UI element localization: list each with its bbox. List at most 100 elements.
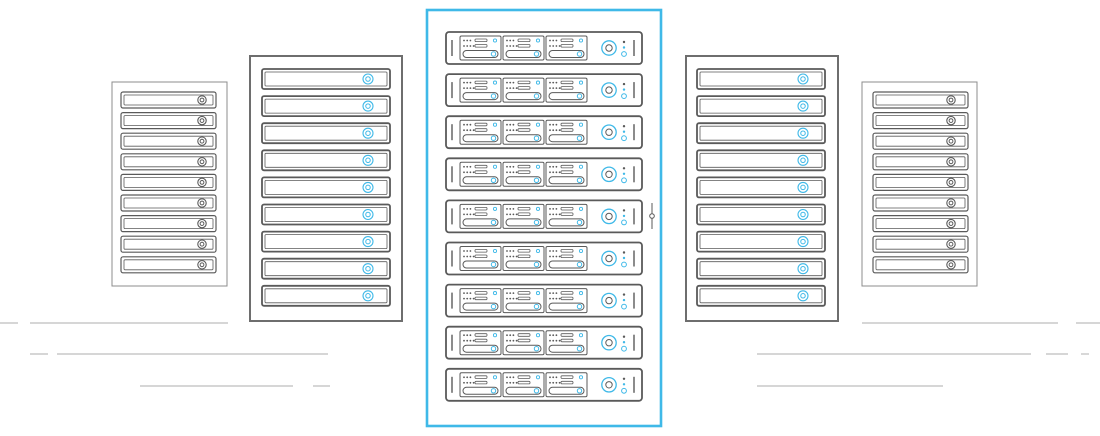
rack-unit <box>696 176 826 199</box>
rack-unit <box>120 215 217 233</box>
rack-unit <box>261 203 391 226</box>
status-led <box>622 383 626 386</box>
power-dial-icon <box>601 250 617 267</box>
drive-bay <box>545 288 588 314</box>
rack-unit <box>696 257 826 280</box>
rack-unit <box>261 122 391 145</box>
rack-unit <box>120 132 217 150</box>
drive-bay <box>459 161 502 187</box>
side-connector <box>649 203 655 229</box>
rack-unit <box>696 149 826 172</box>
rack-unit <box>872 215 969 233</box>
rack-unit <box>696 122 826 145</box>
power-button-icon <box>197 95 207 105</box>
power-dial-icon <box>601 40 617 56</box>
power-button-icon <box>797 290 809 302</box>
power-button-icon <box>797 181 809 193</box>
server-unit <box>445 31 643 65</box>
power-dial-icon <box>601 292 617 309</box>
rack-unit <box>872 173 969 191</box>
status-led <box>622 214 626 218</box>
drive-bay <box>545 77 588 103</box>
drive-bay <box>545 203 588 229</box>
drive-bay <box>502 161 545 187</box>
rack-unit <box>261 176 391 199</box>
status-led <box>621 303 627 310</box>
status-led <box>621 387 627 394</box>
power-button-icon <box>197 218 207 229</box>
server-unit <box>445 325 643 360</box>
status-led <box>622 341 626 344</box>
rack-unit <box>120 256 217 274</box>
power-button-icon <box>197 115 207 126</box>
status-led <box>621 219 627 226</box>
power-button-icon <box>946 260 956 270</box>
rack-unit <box>120 153 217 171</box>
status-led <box>621 93 627 99</box>
power-button-icon <box>362 236 374 248</box>
floor-lines <box>0 322 1100 387</box>
rack-unit <box>261 95 391 117</box>
power-button-icon <box>946 95 956 105</box>
power-button-icon <box>797 73 809 85</box>
power-dial-icon <box>601 208 617 225</box>
power-dial-icon <box>601 82 617 98</box>
drive-bay <box>502 119 545 145</box>
status-led <box>622 293 626 296</box>
power-button-icon <box>797 263 809 275</box>
drive-bay <box>545 35 588 61</box>
drive-bay <box>459 246 502 271</box>
power-button-icon <box>797 100 809 112</box>
status-led <box>621 177 627 184</box>
power-button-icon <box>797 127 809 139</box>
power-button-icon <box>797 208 809 221</box>
server-unit <box>445 73 643 107</box>
power-dial-icon <box>601 334 617 351</box>
power-button-icon <box>797 236 809 248</box>
status-led <box>622 40 626 44</box>
status-led <box>622 88 626 91</box>
power-button-icon <box>946 136 956 146</box>
status-led <box>621 135 627 142</box>
status-led <box>622 130 626 133</box>
drive-bay <box>545 161 588 187</box>
rack-left <box>249 55 403 322</box>
drive-bay <box>502 77 545 103</box>
status-led <box>622 209 626 212</box>
power-button-icon <box>362 181 374 193</box>
rack-unit <box>261 257 391 280</box>
power-button-icon <box>362 290 374 302</box>
drive-bay <box>502 35 545 61</box>
status-led <box>622 46 626 49</box>
power-button-icon <box>197 239 207 249</box>
power-dial-icon <box>601 124 617 141</box>
drive-bay <box>502 288 545 314</box>
drive-bay <box>545 119 588 145</box>
rack-unit <box>872 111 969 130</box>
rack-unit <box>261 68 391 90</box>
drive-bay <box>459 330 502 356</box>
power-button-icon <box>362 208 374 221</box>
server-unit <box>445 241 643 276</box>
power-button-icon <box>197 157 207 167</box>
status-led <box>622 172 626 175</box>
rack-unit <box>261 230 391 253</box>
power-button-icon <box>197 198 207 208</box>
power-button-icon <box>362 100 374 112</box>
power-button-icon <box>362 73 374 85</box>
power-button-icon <box>197 177 207 188</box>
power-dial-icon <box>601 376 617 393</box>
drive-bay <box>502 203 545 229</box>
drive-bay <box>545 372 588 398</box>
rack-unit <box>696 230 826 253</box>
drive-bay <box>459 77 502 103</box>
server-unit <box>445 199 643 234</box>
rack-unit <box>872 256 969 274</box>
power-button-icon <box>362 263 374 275</box>
power-button-icon <box>946 115 956 126</box>
rack-unit <box>872 235 969 253</box>
status-led <box>622 251 626 254</box>
power-button-icon <box>946 177 956 188</box>
status-led <box>622 377 626 380</box>
